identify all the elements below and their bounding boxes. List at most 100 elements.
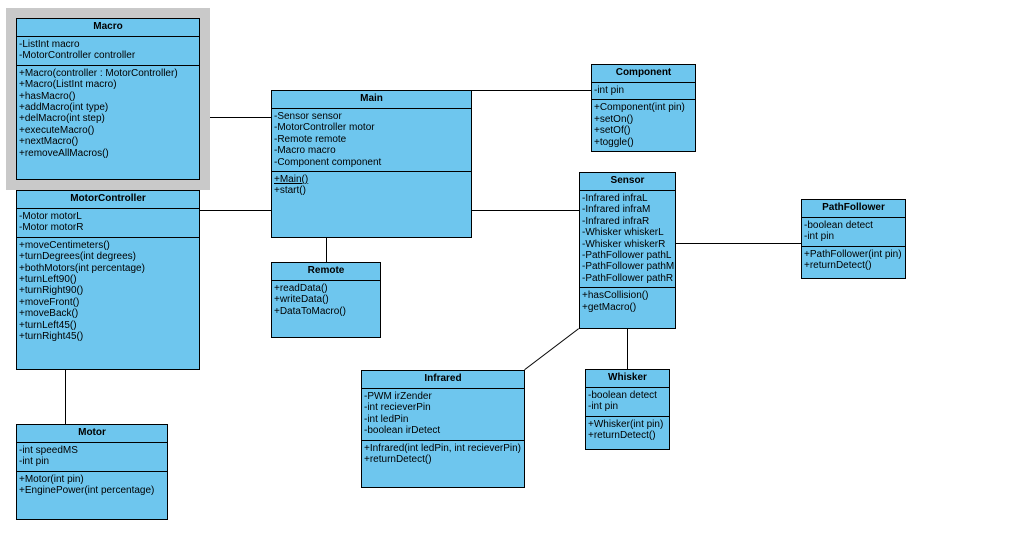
- uml-class-name-infrared: Infrared: [362, 371, 524, 389]
- uml-attribute: -Remote remote: [274, 133, 347, 145]
- uml-methods-component: +Component(int pin)+setOn()+setOf()+togg…: [592, 100, 695, 151]
- uml-attribute: -int pin: [588, 401, 619, 413]
- uml-attribute: -PWM irZender: [364, 391, 432, 402]
- uml-method: +hasMacro(): [19, 90, 76, 102]
- uml-method: +turnRight45(): [19, 330, 84, 342]
- uml-attribute: -Motor motorR: [19, 222, 84, 234]
- uml-method: +returnDetect(): [364, 453, 432, 465]
- uml-attribute: -int ledPin: [364, 413, 409, 425]
- uml-methods-motorcontroller: +moveCentimeters()+turnDegrees(int degre…: [17, 238, 199, 346]
- connector-motorcontroller-main[interactable]: [200, 210, 271, 211]
- uml-method: +returnDetect(): [588, 430, 656, 442]
- uml-method: +EnginePower(int percentage): [19, 485, 155, 497]
- uml-method: +Component(int pin): [594, 102, 685, 114]
- uml-method: +addMacro(int type): [19, 101, 109, 113]
- connector-main-remote[interactable]: [326, 238, 327, 262]
- uml-class-name-remote: Remote: [272, 263, 380, 281]
- uml-method: +Whisker(int pin): [588, 418, 664, 430]
- connector-sensor-whisker[interactable]: [627, 329, 628, 369]
- uml-method: +toggle(): [594, 136, 634, 148]
- uml-method: +moveBack(): [19, 308, 79, 320]
- uml-method: +moveFront(): [19, 296, 80, 308]
- uml-attributes-component: -int pin: [592, 83, 695, 101]
- uml-method: +PathFollower(int pin): [804, 248, 902, 260]
- uml-class-name-pathfollower: PathFollower: [802, 200, 905, 218]
- uml-method: +setOn(): [594, 113, 634, 125]
- uml-method: +setOf(): [594, 125, 631, 137]
- uml-class-macro[interactable]: Macro-ListInt macro-MotorController cont…: [16, 18, 200, 180]
- connector-sensor-pathfollower[interactable]: [676, 243, 801, 244]
- connector-sensor-infrared[interactable]: [524, 328, 579, 370]
- uml-method: +Macro(controller : MotorController): [19, 67, 178, 79]
- uml-attribute: -Macro macro: [274, 145, 336, 157]
- uml-method: +Motor(int pin): [19, 473, 84, 485]
- uml-method: +returnDetect(): [804, 260, 872, 272]
- uml-class-remote[interactable]: Remote+readData()+writeData()+DataToMacr…: [271, 262, 381, 338]
- uml-method: +hasCollision(): [582, 290, 649, 302]
- uml-attributes-motorcontroller: -Motor motorL-Motor motorR: [17, 209, 199, 238]
- uml-attribute: -int pin: [19, 456, 50, 468]
- uml-method: +moveCentimeters(): [19, 239, 110, 251]
- uml-method: +executeMacro(): [19, 124, 95, 136]
- connector-motorcontroller-motor[interactable]: [65, 370, 66, 424]
- uml-attribute: -int pin: [804, 231, 835, 243]
- uml-class-name-motorcontroller: MotorController: [17, 191, 199, 209]
- uml-class-name-component: Component: [592, 65, 695, 83]
- uml-methods-infrared: +Infrared(int ledPin, int recieverPin)+r…: [362, 441, 524, 469]
- uml-method: +start(): [274, 185, 306, 197]
- uml-method: +turnDegrees(int degrees): [19, 251, 137, 263]
- uml-attribute: -MotorController controller: [19, 50, 136, 62]
- uml-attributes-sensor: -Infrared infraL-Infrared infraM-Infrare…: [580, 191, 675, 289]
- uml-attribute: -boolean detect: [588, 390, 657, 401]
- uml-class-name-sensor: Sensor: [580, 173, 675, 191]
- uml-attribute: -Whisker whiskerL: [582, 227, 664, 239]
- uml-class-pathfollower[interactable]: PathFollower-boolean detect-int pin+Path…: [801, 199, 906, 279]
- uml-attribute: -PathFollower pathL: [582, 249, 672, 261]
- uml-method: +Main(): [274, 173, 309, 185]
- uml-attributes-pathfollower: -boolean detect-int pin: [802, 218, 905, 247]
- uml-methods-pathfollower: +PathFollower(int pin)+returnDetect(): [802, 247, 905, 275]
- uml-methods-motor: +Motor(int pin)+EnginePower(int percenta…: [17, 472, 167, 500]
- uml-method: +DataToMacro(): [274, 305, 346, 317]
- connector-main-component[interactable]: [472, 90, 591, 91]
- uml-attributes-whisker: -boolean detect-int pin: [586, 388, 669, 417]
- uml-attribute: -PathFollower pathM: [582, 261, 675, 273]
- uml-attribute: -int speedMS: [19, 445, 78, 456]
- uml-attribute: -Sensor sensor: [274, 111, 342, 122]
- uml-attribute: -int recieverPin: [364, 402, 431, 414]
- uml-method: +removeAllMacros(): [19, 147, 109, 159]
- connector-main-sensor[interactable]: [472, 210, 579, 211]
- uml-class-main[interactable]: Main-Sensor sensor-MotorController motor…: [271, 90, 472, 238]
- uml-class-component[interactable]: Component-int pin+Component(int pin)+set…: [591, 64, 696, 152]
- uml-attribute: -PathFollower pathR: [582, 272, 674, 284]
- uml-class-name-main: Main: [272, 91, 471, 109]
- uml-class-sensor[interactable]: Sensor-Infrared infraL-Infrared infraM-I…: [579, 172, 676, 329]
- uml-attribute: -Motor motorL: [19, 211, 82, 222]
- uml-method: +turnLeft90(): [19, 273, 77, 285]
- uml-class-motorcontroller[interactable]: MotorController-Motor motorL-Motor motor…: [16, 190, 200, 370]
- uml-attribute: -boolean detect: [804, 220, 873, 231]
- uml-class-name-macro: Macro: [17, 19, 199, 37]
- uml-attribute: -Infrared infraM: [582, 204, 651, 216]
- connector-macro-main[interactable]: [200, 117, 271, 118]
- uml-method: +Macro(ListInt macro): [19, 79, 117, 91]
- uml-methods-sensor: +hasCollision()+getMacro(): [580, 288, 675, 316]
- uml-method: +turnRight90(): [19, 285, 84, 297]
- uml-method: +bothMotors(int percentage): [19, 262, 145, 274]
- uml-attribute: -Component component: [274, 156, 382, 168]
- uml-class-infrared[interactable]: Infrared -PWM irZender-int recieverPin-in…: [361, 370, 525, 488]
- uml-attributes-motor: -int speedMS-int pin: [17, 443, 167, 472]
- uml-method: +nextMacro(): [19, 136, 79, 148]
- uml-class-name-whisker: Whisker: [586, 370, 669, 388]
- uml-class-motor[interactable]: Motor-int speedMS-int pin+Motor(int pin)…: [16, 424, 168, 520]
- uml-methods-remote: +readData()+writeData()+DataToMacro(): [272, 281, 380, 320]
- uml-attribute: -Infrared infraR: [582, 215, 650, 227]
- uml-methods-whisker: +Whisker(int pin)+returnDetect(): [586, 417, 669, 445]
- uml-method: +getMacro(): [582, 301, 637, 313]
- uml-attribute: -Infrared infraL: [582, 193, 648, 204]
- uml-attributes-macro: -ListInt macro-MotorController controlle…: [17, 37, 199, 66]
- uml-method: +delMacro(int step): [19, 113, 105, 125]
- uml-class-whisker[interactable]: Whisker-boolean detect-int pin+Whisker(i…: [585, 369, 670, 450]
- uml-method: +readData(): [274, 283, 328, 294]
